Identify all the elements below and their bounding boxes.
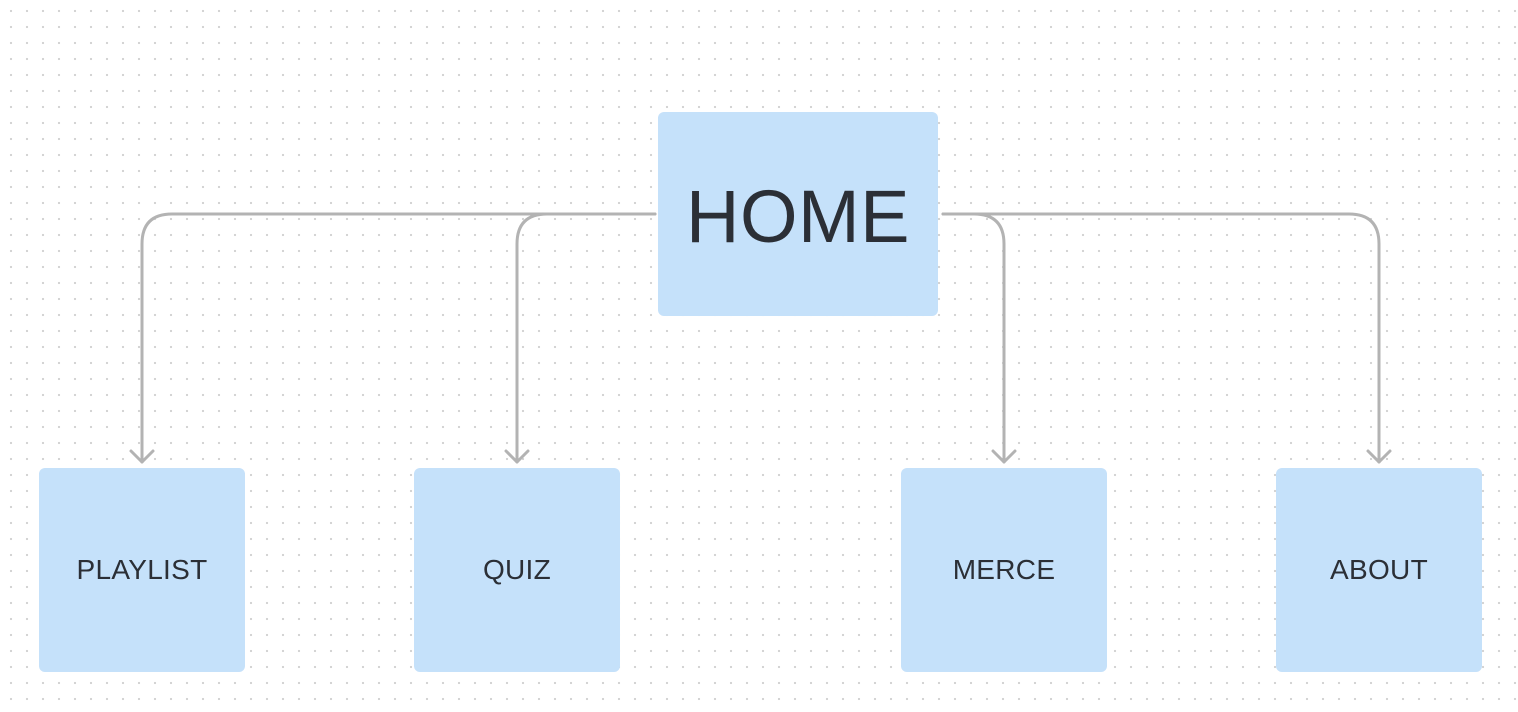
node-playlist[interactable]: PLAYLIST: [39, 468, 245, 672]
connector-home-playlist: [140, 212, 657, 464]
arrowhead-playlist: [129, 449, 155, 464]
node-home-label: HOME: [686, 174, 910, 258]
node-playlist-label: PLAYLIST: [76, 554, 208, 585]
node-about-label: ABOUT: [1330, 554, 1428, 585]
node-quiz-label: QUIZ: [482, 554, 552, 585]
connector-home-merce: [941, 212, 1006, 464]
arrowhead-about: [1366, 449, 1392, 464]
arrowhead-quiz: [504, 449, 530, 464]
node-merce-label: MERCE: [952, 554, 1056, 585]
node-quiz[interactable]: QUIZ: [414, 468, 620, 672]
node-home[interactable]: HOME: [658, 112, 938, 316]
connector-home-about: [941, 212, 1381, 464]
node-about[interactable]: ABOUT: [1276, 468, 1482, 672]
arrowhead-merce: [991, 449, 1017, 464]
connector-home-quiz: [515, 212, 657, 464]
node-merce[interactable]: MERCE: [901, 468, 1107, 672]
